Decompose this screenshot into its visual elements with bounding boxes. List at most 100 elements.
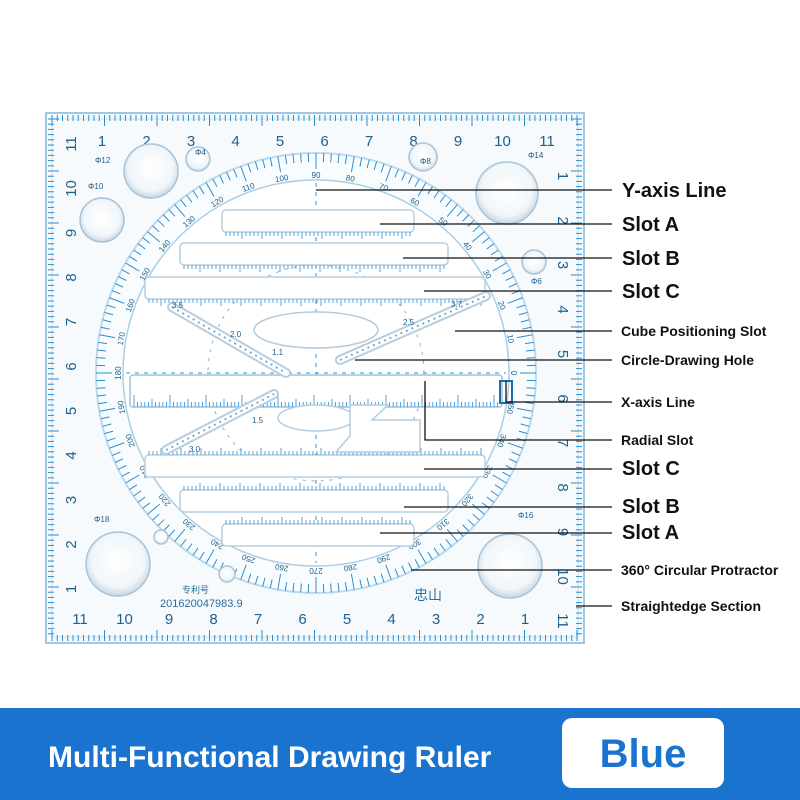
protractor-tick: [433, 547, 440, 556]
protractor-tick: [174, 204, 186, 218]
edge-number: 4: [231, 133, 239, 150]
protractor-tick: [240, 564, 247, 580]
protractor-tick: [481, 237, 490, 244]
protractor-tick: [157, 219, 165, 227]
protractor-tick: [439, 543, 446, 552]
protractor-tick: [106, 304, 116, 309]
protractor-tick: [142, 502, 151, 509]
callout-x-axis-line: X-axis Line: [621, 394, 695, 410]
color-badge: Blue: [562, 718, 724, 788]
bottom-markings: 专利号 201620047983.9 忠山: [160, 584, 442, 610]
protractor-number: 70: [378, 182, 390, 194]
protractor-tick: [417, 549, 427, 564]
protractor-tick: [114, 283, 124, 288]
protractor-tick: [445, 538, 452, 547]
edge-number: 5: [63, 407, 80, 415]
protractor-tick: [254, 575, 259, 585]
protractor-tick: [247, 163, 252, 173]
protractor-tick: [380, 573, 385, 583]
callout-slot-b-bottom: Slot B: [622, 496, 680, 518]
protractor-tick: [142, 237, 151, 244]
protractor-tick: [129, 484, 138, 491]
edge-number: 9: [454, 133, 462, 150]
protractor-tick: [284, 155, 288, 165]
edge-number: 1: [98, 133, 106, 150]
protractor-tick: [284, 581, 288, 591]
protractor-number: 270: [309, 566, 323, 575]
protractor-tick: [98, 341, 108, 345]
protractor-tick: [212, 178, 218, 187]
protractor-number: 0: [509, 371, 518, 376]
edge-number: 5: [343, 611, 351, 628]
protractor-tick: [157, 519, 165, 527]
hole-size-label: Φ12: [95, 156, 111, 165]
protractor-number: 10: [505, 334, 516, 345]
protractor-tick: [472, 225, 480, 233]
protractor-tick: [494, 484, 503, 491]
edge-number: 8: [409, 133, 417, 150]
callout-y-axis-line: Y-axis Line: [622, 180, 727, 202]
protractor-tick: [152, 513, 160, 521]
edge-number: 4: [387, 611, 395, 628]
circle-drawing-hole: [185, 146, 211, 172]
callout-leader: [424, 381, 612, 441]
hole-size-label: Φ14: [528, 151, 544, 160]
protractor-number: 350: [505, 400, 516, 415]
protractor-tick: [507, 297, 523, 304]
circle-drawing-hole: [218, 565, 236, 583]
circle-drawing-hole: [521, 249, 547, 275]
cube-positioning-slot-shape: [334, 404, 421, 453]
horizontal-slots: [144, 209, 486, 547]
protractor-tick: [408, 175, 413, 184]
callout-circular-protractor: 360° Circular Protractor: [621, 562, 779, 578]
protractor-tick: [467, 219, 475, 227]
protractor-tick: [240, 166, 247, 182]
callout-slot-b-top: Slot B: [622, 248, 680, 270]
edge-number: 11: [63, 136, 80, 152]
protractor-number: 80: [345, 173, 356, 184]
protractor-tick: [292, 582, 295, 592]
protractor-tick: [344, 581, 348, 591]
brand-mark: 忠山: [414, 588, 442, 604]
circle-drawing-hole: [475, 161, 539, 225]
protractor-tick: [111, 290, 121, 295]
footer-title: Multi-Functional Drawing Ruler: [48, 741, 492, 774]
callout-slot-c-bottom: Slot C: [622, 458, 680, 480]
edge-number: 8: [209, 611, 217, 628]
ellipse-openings: [253, 311, 379, 432]
slot-scale-label: 2.5: [403, 318, 415, 327]
protractor-tick: [198, 551, 205, 560]
protractor-tick: [433, 190, 440, 199]
protractor-tick: [186, 543, 193, 552]
protractor-tick: [427, 551, 434, 560]
protractor-tick: [174, 528, 186, 542]
edge-number: 7: [254, 611, 262, 628]
protractor-tick: [467, 519, 475, 527]
protractor-tick: [337, 154, 340, 164]
radial-slot-beads: [165, 393, 275, 451]
protractor-tick: [492, 474, 507, 484]
edge-number: 10: [554, 568, 571, 585]
circle-drawing-hole: [477, 533, 543, 599]
protractor-tick: [462, 524, 470, 532]
protractor-tick: [490, 490, 499, 497]
protractor-tick: [180, 199, 187, 208]
hole-size-label: Φ16: [518, 511, 534, 520]
slot-scale-label: 3.5: [172, 301, 184, 310]
protractor-tick: [300, 583, 302, 593]
edge-number: 5: [554, 350, 571, 358]
edge-number: 3: [63, 496, 80, 504]
protractor-tick: [180, 538, 187, 547]
circle-drawing-hole: [123, 143, 179, 199]
edge-number: 7: [554, 439, 571, 447]
circle-drawing-hole: [408, 142, 438, 172]
callout-slot-a-top: Slot A: [622, 214, 680, 236]
protractor-tick: [359, 157, 363, 167]
protractor-tick: [330, 153, 332, 163]
protractor-tick: [104, 430, 114, 435]
radial-slot-beads: [171, 306, 287, 374]
callout-cube-positioning-slot: Cube Positioning Slot: [621, 323, 767, 339]
edge-number: 8: [63, 273, 80, 281]
protractor-tick: [471, 503, 485, 515]
